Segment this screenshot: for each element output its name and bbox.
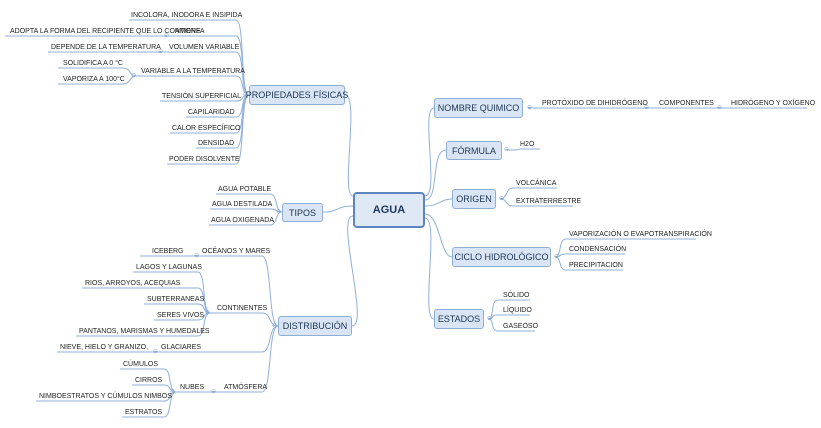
collapse-icon[interactable]: ⊖ bbox=[527, 105, 533, 111]
label-glaciares-detalle[interactable]: NIEVE, HIELO Y GRANIZO, bbox=[60, 344, 149, 351]
label-amorfa[interactable]: AMORFA bbox=[175, 28, 205, 35]
collapse-icon[interactable]: ⊖ bbox=[194, 253, 200, 259]
topic-ciclo-hidrologico[interactable]: CICLO HIDROLÓGICO bbox=[452, 247, 551, 267]
label-amorfa-detalle[interactable]: ADOPTA LA FORMA DEL RECIPIENTE QUE LO CO… bbox=[10, 28, 201, 35]
label-seres-vivos[interactable]: SERES VIVOS bbox=[157, 312, 205, 319]
topic-tipos[interactable]: TIPOS bbox=[282, 203, 323, 222]
label-condensacion[interactable]: CONDENSACIÓN bbox=[569, 246, 627, 253]
label-variable-temperatura[interactable]: VARIABLE A LA TEMPERATURA bbox=[141, 68, 245, 75]
label-capilaridad[interactable]: CAPILARIDAD bbox=[188, 109, 235, 116]
label-vaporiza[interactable]: VAPORIZA A 100°C bbox=[63, 76, 125, 83]
label-poder-disolvente[interactable]: PODER DISOLVENTE bbox=[169, 156, 240, 163]
label-nimboestratos[interactable]: NIMBOESTRATOS Y CÚMULOS NIMBOS bbox=[39, 393, 172, 400]
label-continentes[interactable]: CONTINENTES bbox=[217, 305, 268, 312]
label-agua-destilada[interactable]: AGUA DESTILADA bbox=[212, 201, 273, 208]
label-incolora[interactable]: INCOLORA, INODORA E INSIPIDA bbox=[131, 12, 243, 19]
label-extraterrestre[interactable]: EXTRATERRESTRE bbox=[516, 198, 582, 205]
label-componentes-detalle[interactable]: HIDRÓGENO Y OXÍGENO bbox=[731, 100, 816, 107]
collapse-icon[interactable]: ⊖ bbox=[272, 323, 278, 329]
label-vaporizacion[interactable]: VAPORIZACIÓN O EVAPOTRANSPIRACIÓN bbox=[569, 231, 712, 238]
topic-origen[interactable]: ORIGEN bbox=[452, 189, 496, 209]
collapse-icon[interactable]: ⊖ bbox=[164, 33, 170, 39]
label-calor-especifico[interactable]: CALOR ESPECÍFICO bbox=[172, 125, 241, 132]
label-nubes[interactable]: NUBES bbox=[180, 384, 205, 391]
topic-estados[interactable]: ESTADOS bbox=[434, 309, 484, 329]
collapse-icon[interactable]: ⊖ bbox=[131, 73, 137, 79]
label-h2o[interactable]: H2O bbox=[520, 141, 535, 148]
label-glaciares[interactable]: GLACIARES bbox=[161, 344, 202, 351]
collapse-icon[interactable]: ⊖ bbox=[243, 92, 249, 98]
topic-formula[interactable]: FÓRMULA bbox=[446, 141, 502, 160]
label-tension-superficial[interactable]: TENSIÓN SUPERFICIAL bbox=[162, 93, 241, 100]
label-precipitacion[interactable]: PRECIPITACION bbox=[569, 262, 623, 269]
label-liquido[interactable]: LÍQUIDO bbox=[503, 307, 532, 314]
label-cirros[interactable]: CIRROS bbox=[135, 377, 163, 384]
collapse-icon[interactable]: ⊖ bbox=[153, 349, 159, 355]
label-agua-potable[interactable]: AGUA POTABLE bbox=[218, 186, 272, 193]
label-volumen-detalle[interactable]: DEPENDE DE LA TEMPERATURA bbox=[51, 44, 161, 51]
label-oceanos-mares[interactable]: OCÉANOS Y MARES bbox=[202, 248, 271, 255]
label-volcanica[interactable]: VOLCÁNICA bbox=[516, 180, 557, 187]
label-rios[interactable]: RIOS, ARROYOS, ACEQUIAS bbox=[85, 280, 181, 287]
label-subterraneas[interactable]: SUBTERRANEAS bbox=[147, 296, 205, 303]
label-componentes[interactable]: COMPONENTES bbox=[659, 100, 714, 107]
collapse-icon[interactable]: ⊖ bbox=[717, 105, 723, 111]
label-volumen-variable[interactable]: VOLUMEN VARIABLE bbox=[169, 44, 240, 51]
label-pantanos[interactable]: PANTANOS, MARISMAS Y HUMEDALES bbox=[79, 328, 210, 335]
label-cumulos[interactable]: CÚMULOS bbox=[123, 361, 159, 368]
label-gaseoso[interactable]: GASEOSO bbox=[503, 323, 539, 330]
label-estratos[interactable]: ESTRATOS bbox=[125, 409, 163, 416]
collapse-icon[interactable]: ⊖ bbox=[158, 49, 164, 55]
central-topic-agua[interactable]: AGUA bbox=[353, 192, 425, 228]
collapse-icon[interactable]: ⊖ bbox=[487, 316, 493, 322]
label-lagos[interactable]: LAGOS Y LAGUNAS bbox=[136, 264, 202, 271]
label-iceberg[interactable]: ICEBERG bbox=[152, 248, 184, 255]
label-solido[interactable]: SÓLIDO bbox=[503, 292, 530, 299]
topic-nombre-quimico[interactable]: NOMBRE QUIMICO bbox=[434, 98, 523, 118]
collapse-icon[interactable]: ⊖ bbox=[170, 389, 176, 395]
label-atmosfera[interactable]: ATMÓSFERA bbox=[224, 384, 268, 391]
collapse-icon[interactable]: ⊖ bbox=[276, 209, 282, 215]
topic-distribucion[interactable]: DISTRIBUCIÓN bbox=[278, 316, 352, 336]
collapse-icon[interactable]: ⊖ bbox=[504, 147, 510, 153]
topic-propiedades-fisicas[interactable]: PROPIEDADES FÍSICAS bbox=[246, 85, 348, 105]
collapse-icon[interactable]: ⊖ bbox=[554, 254, 560, 260]
label-agua-oxigenada[interactable]: AGUA OXIGENADA bbox=[211, 217, 275, 224]
label-densidad[interactable]: DENSIDAD bbox=[198, 140, 235, 147]
collapse-icon[interactable]: ⊖ bbox=[205, 310, 211, 316]
collapse-icon[interactable]: ⊖ bbox=[211, 389, 217, 395]
label-protoxido[interactable]: PROTÓXIDO DE DIHIDRÓGENO bbox=[542, 100, 648, 107]
collapse-icon[interactable]: ⊖ bbox=[499, 196, 505, 202]
label-solidifica[interactable]: SOLIDIFICA A 0 °C bbox=[63, 60, 123, 67]
collapse-icon[interactable]: ⊖ bbox=[644, 105, 650, 111]
